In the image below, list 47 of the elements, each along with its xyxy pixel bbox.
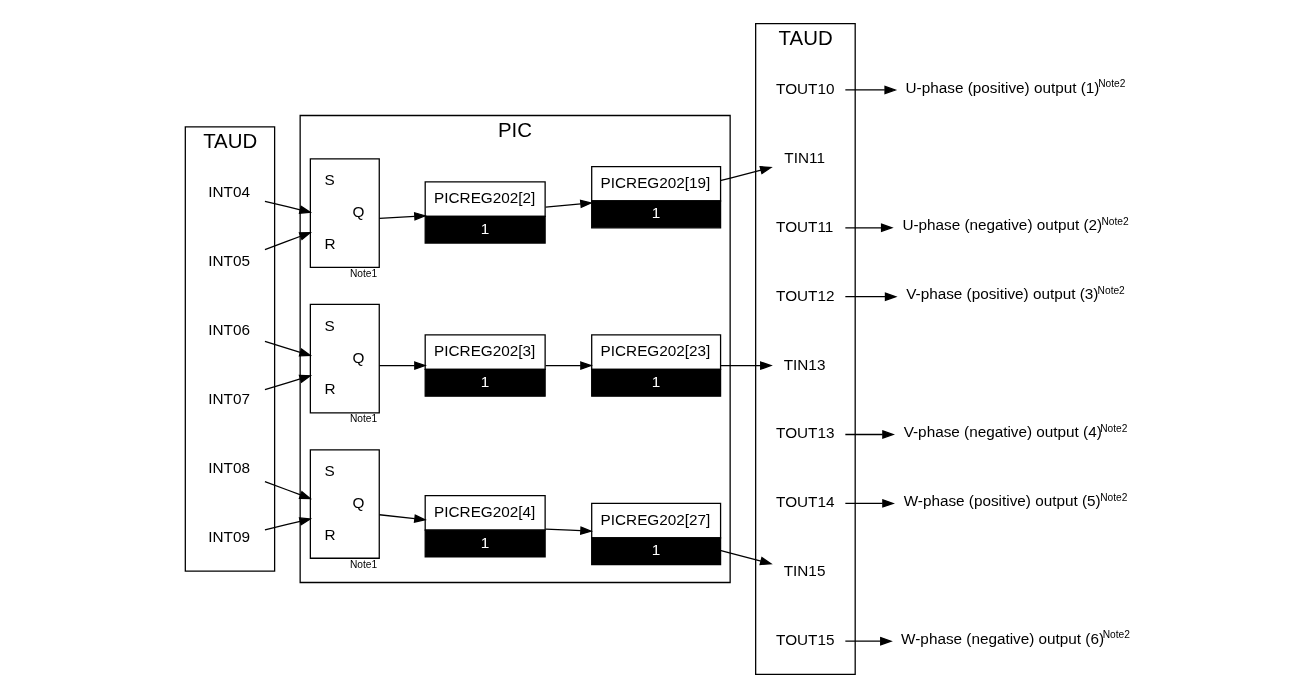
node-text: TIN15	[783, 562, 826, 580]
node-text: TOUT11	[776, 217, 834, 235]
arrow	[264, 374, 313, 391]
node-text: V-phase (negative) output (4)$^{Note2}$	[903, 422, 1128, 441]
arrow	[264, 231, 313, 251]
arrow	[844, 85, 898, 95]
arrow	[378, 514, 427, 524]
node-text: W-phase (positive) output (5)$^{Note2}$	[903, 491, 1128, 510]
node-box: S Q R	[309, 449, 380, 559]
node-text: TOUT10	[776, 79, 835, 97]
node-text: INT05	[208, 252, 250, 270]
arrow	[844, 636, 893, 646]
node-text: INT09	[208, 527, 250, 545]
arrow	[264, 480, 313, 500]
node-text: U-phase (negative) output (2)$^{Note2}$	[902, 215, 1129, 234]
node-text: INT07	[208, 389, 250, 407]
node-text: U-phase (positive) output (1)$^{Note2}$	[905, 78, 1126, 96]
arrow	[844, 292, 898, 302]
node-label: Note1	[349, 413, 378, 425]
arrow	[844, 430, 895, 439]
arrow	[844, 223, 894, 233]
arrow	[264, 517, 313, 531]
node-text: V-phase (positive) output (3)$^{Note2}$	[906, 284, 1125, 303]
node-box: S Q R	[309, 158, 380, 268]
node-text: TOUT15	[776, 631, 835, 649]
node-text: INT08	[208, 458, 250, 476]
arrow	[844, 498, 895, 508]
node-label: Note1	[349, 558, 378, 570]
node-text: W-phase (negative) output (6)$^{Note2}$	[901, 629, 1130, 647]
node-text: TOUT12	[776, 286, 835, 304]
arrow	[378, 211, 427, 221]
arrow	[719, 165, 773, 182]
node-text: INT04	[208, 183, 250, 201]
arrow	[264, 340, 313, 357]
node-text: TOUT14	[776, 493, 835, 511]
node-text: TOUT13	[776, 424, 835, 442]
arrow	[719, 361, 773, 371]
arrow	[378, 361, 427, 371]
node-label: Note1	[349, 267, 378, 279]
node-text: TIN13	[783, 355, 826, 373]
node-text: TIN11	[784, 148, 825, 166]
arrow	[544, 361, 593, 371]
arrow	[544, 526, 593, 536]
node-text: INT06	[208, 321, 250, 339]
node-box: S Q R	[309, 303, 380, 414]
arrow	[544, 199, 593, 209]
arrow	[264, 200, 313, 214]
